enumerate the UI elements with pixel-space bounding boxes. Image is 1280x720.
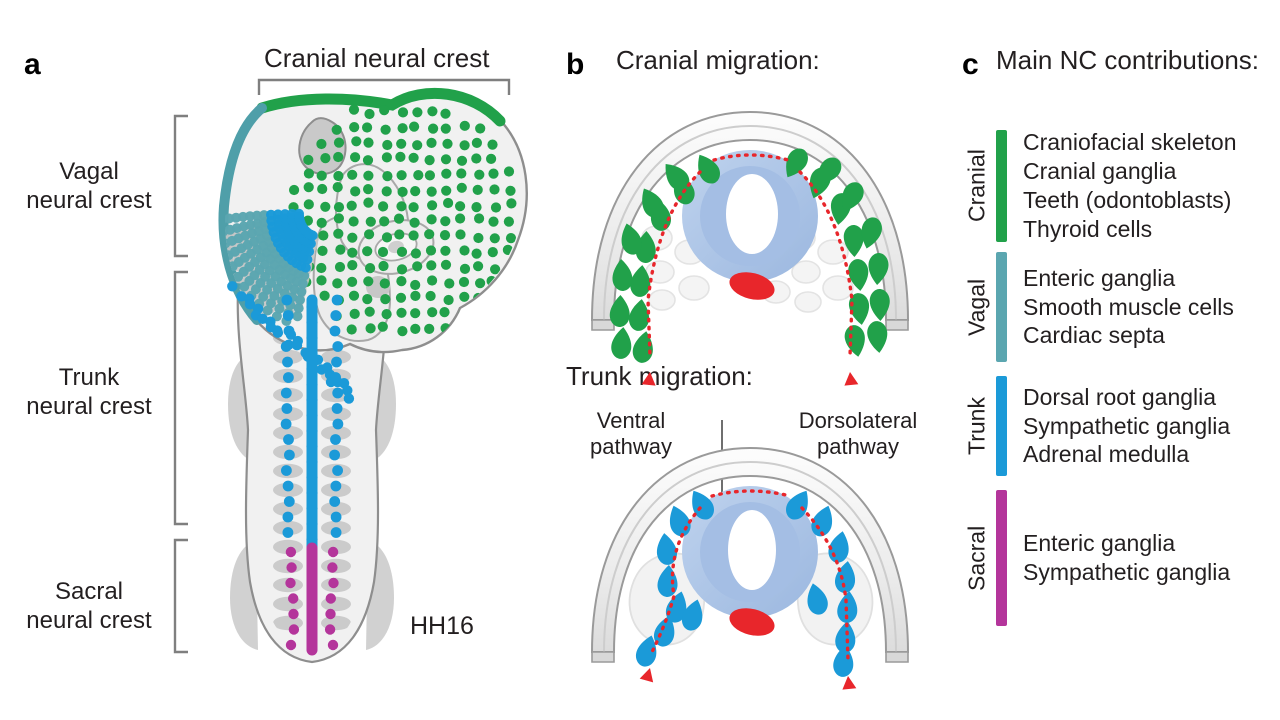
somite-right (796, 552, 874, 646)
ventral-pathway-label-line1: Ventral (596, 408, 666, 433)
sacral-bracket-label-line1: Sacral (54, 578, 124, 605)
legend-group-sacral[interactable]: Sacral Enteric ganglia Sympathetic gangl… (962, 490, 1230, 626)
cranial-bracket (257, 78, 511, 95)
legend-group-trunk[interactable]: Trunk Dorsal root ganglia Sympathetic ga… (962, 376, 1230, 476)
head-cell-dots (285, 104, 517, 337)
sacral-bracket-label-line2: neural crest (26, 606, 152, 634)
panel-a-brackets (173, 78, 511, 654)
cranial-migration-title: Cranial migration: (616, 45, 820, 75)
vagal-crest-ridge (218, 103, 267, 325)
dorsolateral-pathway-label-line2: pathway (817, 433, 899, 459)
legend-item: Teeth (odontoblasts) (1023, 187, 1232, 213)
legend-group-vagal-items: Enteric ganglia Smooth muscle cells Card… (1023, 252, 1234, 362)
stage-label-hh16: HH16 (410, 612, 474, 640)
legend-item: Adrenal medulla (1023, 441, 1190, 468)
trunk-bracket-label-line2: neural crest (26, 392, 152, 420)
vagal-cell-dots (225, 208, 319, 326)
legend-group-cranial[interactable]: Cranial Craniofacial skeleton Cranial ga… (962, 129, 1237, 242)
legend-group-sacral-items: Enteric ganglia Sympathetic ganglia (1023, 490, 1230, 626)
ventral-pathway-label: Ventral pathway (556, 408, 706, 460)
legend-group-vagal[interactable]: Vagal Enteric ganglia Smooth muscle cell… (962, 252, 1234, 362)
cranial-cross-section (590, 110, 910, 386)
trunk-cell-dots (227, 281, 355, 546)
panel-c-letter: c (962, 48, 979, 81)
vagal-bracket-label-line1: Vagal (59, 158, 119, 185)
dorsolateral-pathway-label-line1: Dorsolateral (798, 408, 918, 433)
legend-item: Enteric ganglia (1023, 530, 1176, 557)
legend-item: Cranial ganglia (1023, 158, 1177, 185)
panel-b-letter: b (566, 48, 585, 81)
legend-group-trunk-items: Dorsal root ganglia Sympathetic ganglia … (1023, 376, 1230, 476)
legend-group-trunk-color-bar (996, 376, 1007, 476)
embryo-body (228, 288, 396, 664)
legend-item: Thyroid cells (1023, 215, 1153, 242)
legend-item: Cardiac septa (1023, 322, 1165, 349)
trunk-migration-title: Trunk migration: (566, 361, 753, 391)
sacral-bracket (173, 538, 188, 654)
embryo-head (221, 91, 528, 354)
legend-group-trunk-name: Trunk (963, 397, 990, 455)
cranial-neural-crest-label: Cranial neural crest (264, 43, 490, 73)
cranial-crest-ridge (256, 87, 506, 127)
legend-item: Dorsal root ganglia (1023, 383, 1217, 410)
sacral-bracket-label: Sacral neural crest (14, 578, 164, 636)
legend-group-cranial-items: Craniofacial skeleton Cranial ganglia Te… (1023, 129, 1237, 242)
panel-c-title: Main NC contributions: (996, 45, 1259, 75)
legend-item: Enteric ganglia (1023, 264, 1176, 291)
legend-group-sacral-name: Sacral (963, 525, 990, 591)
body-somites (273, 300, 351, 631)
dorsolateral-pathway-label: Dorsolateral pathway (768, 408, 948, 460)
cranial-mesenchyme (641, 221, 854, 313)
ventral-pathway-label-line2: pathway (590, 433, 672, 459)
sacral-cell-dots (285, 546, 339, 651)
legend-item: Sympathetic ganglia (1023, 559, 1231, 585)
legend-group-vagal-color-bar (996, 252, 1007, 362)
legend-item: Craniofacial skeleton (1023, 129, 1237, 156)
legend-item: Smooth muscle cells (1023, 293, 1234, 320)
trunk-cross-section (590, 420, 910, 690)
trunk-bracket-label: Trunk neural crest (14, 364, 164, 422)
somite-left (628, 552, 706, 646)
legend-group-cranial-name: Cranial (963, 149, 990, 223)
trunk-bracket-label-line1: Trunk (58, 364, 120, 391)
legend-item: Sympathetic ganglia (1023, 412, 1231, 439)
trunk-bracket (173, 270, 188, 526)
legend-group-cranial-color-bar (996, 130, 1007, 242)
vagal-bracket-label: Vagal neural crest (14, 158, 164, 216)
panel-a-letter: a (24, 48, 41, 81)
legend-group-sacral-color-bar (996, 490, 1007, 626)
vagal-bracket-label-line2: neural crest (26, 186, 152, 214)
vagal-bracket (173, 114, 188, 258)
legend-group-vagal-name: Vagal (963, 278, 990, 336)
